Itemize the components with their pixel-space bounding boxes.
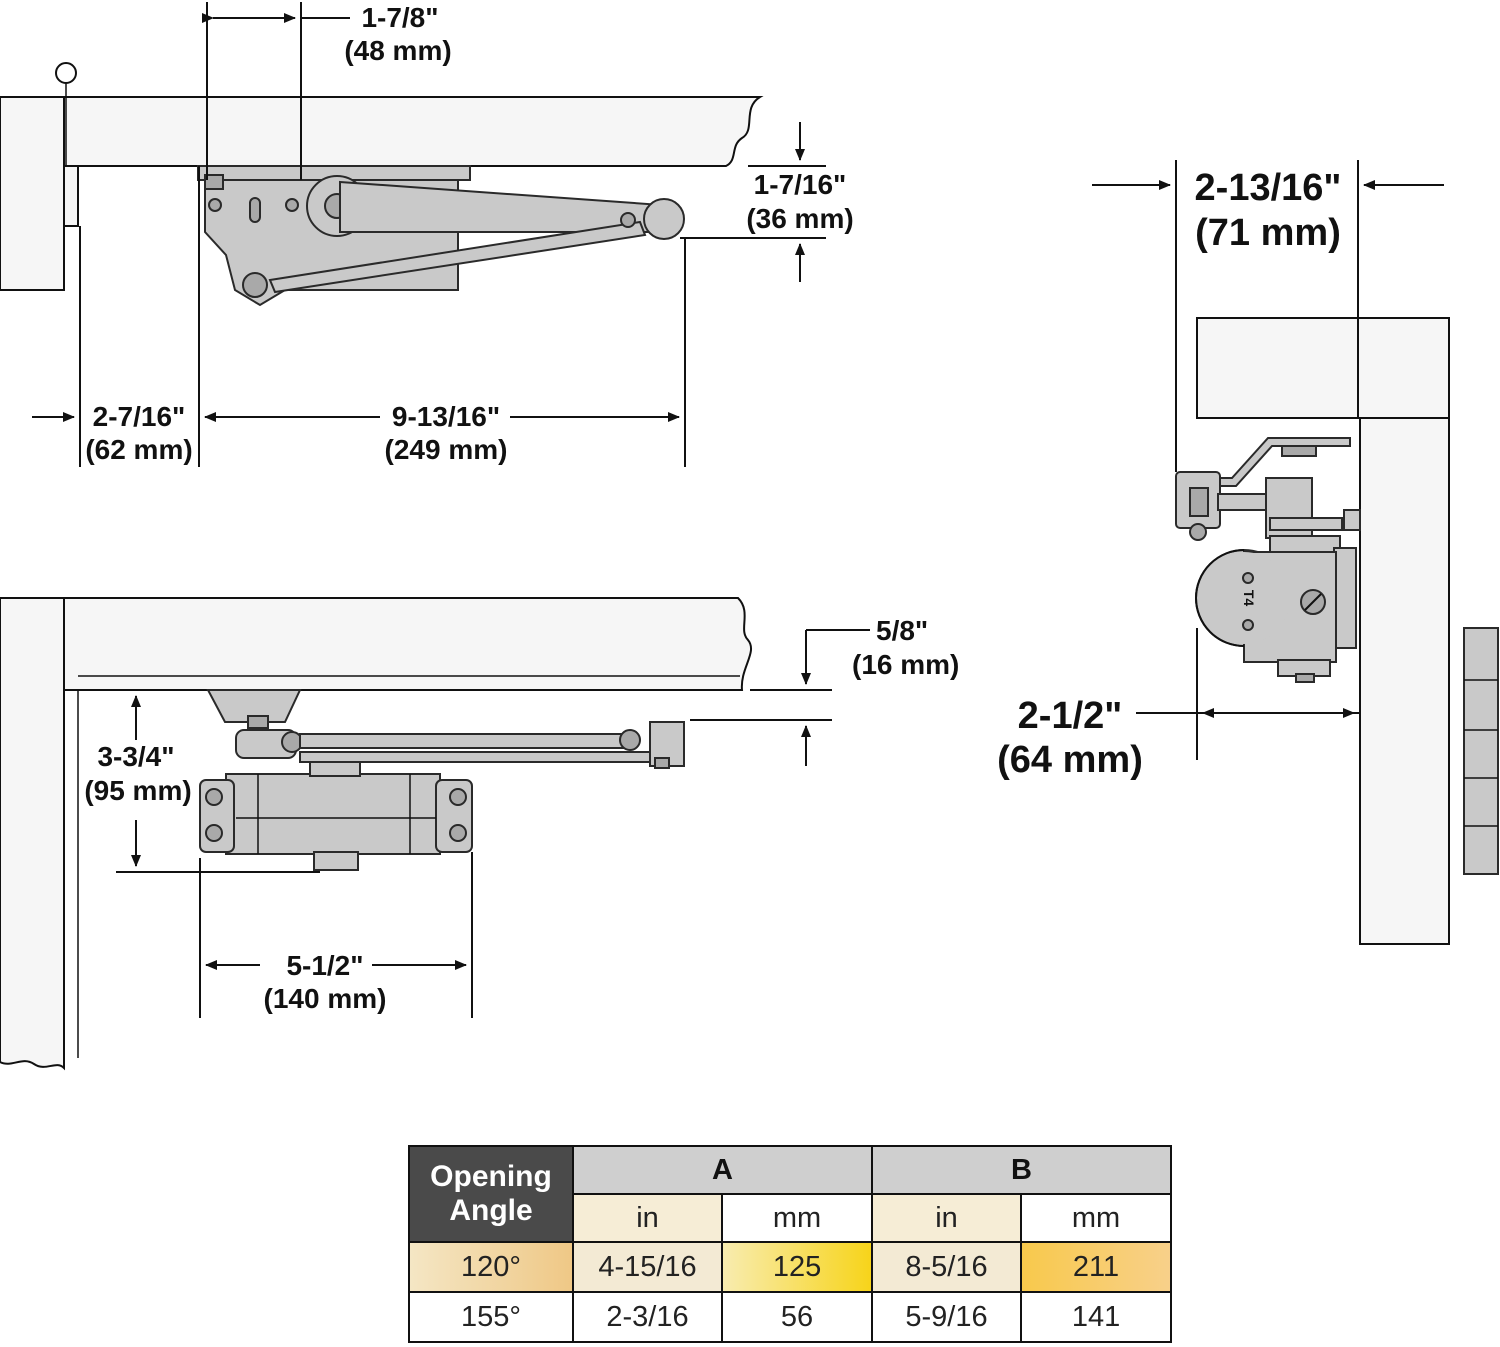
unit-b-mm: mm [1020, 1193, 1173, 1243]
dim-arm-offset-mm: (48 mm) [344, 35, 451, 66]
unit-b-in: in [871, 1193, 1023, 1243]
dim-bracket-offset-in: 5/8" [876, 615, 928, 646]
dim-arm-offset-in: 1-7/8" [361, 2, 438, 33]
top-view: 1-7/8" (48 mm) 1-7/16" (36 mm) 2-7/16" (… [0, 2, 854, 467]
dim-arm-height-mm: (36 mm) [746, 203, 853, 234]
dim-arm-reach-in: 9-13/16" [392, 401, 500, 432]
cell-angle: 155° [408, 1291, 574, 1343]
top-view-door [63, 96, 764, 167]
dim-arm-height-in: 1-7/16" [754, 169, 847, 200]
dim-body-length-mm: (140 mm) [264, 983, 387, 1014]
cell-b-mm: 141 [1020, 1291, 1173, 1343]
unit-a-in: in [572, 1193, 723, 1243]
dim-depth-mm: (64 mm) [997, 739, 1143, 781]
dim-body-height-mm: (95 mm) [84, 775, 191, 806]
cell-b-mm: 211 [1020, 1241, 1173, 1293]
front-view-closer-body [225, 773, 441, 855]
closer-forearm [268, 220, 647, 294]
closer-main-arm [339, 180, 663, 233]
side-view-hinge [1463, 627, 1499, 875]
dim-depth-in: 2-1/2" [1018, 695, 1123, 737]
side-view-header [1196, 317, 1450, 419]
header-group-a: A [571, 1145, 874, 1195]
front-view-bracket [206, 689, 302, 723]
dim-width-in: 2-13/16" [1195, 167, 1342, 209]
dim-hinge-offset-mm: (62 mm) [85, 434, 192, 465]
cell-a-in: 4-15/16 [572, 1241, 723, 1293]
unit-a-mm: mm [720, 1193, 874, 1243]
dim-bracket-offset-mm: (16 mm) [852, 649, 959, 680]
top-view-hinge [63, 165, 79, 227]
side-view: T4 2-13/16" (71 mm) 2-1/2" (64 mm) [997, 160, 1499, 945]
cell-a-in: 2-3/16 [572, 1291, 723, 1343]
table-row: 120° 4-15/16 125 8-5/16 211 [408, 1241, 1173, 1293]
table-row: 155° 2-3/16 56 5-9/16 141 [408, 1291, 1173, 1343]
side-view-door [1359, 417, 1450, 945]
cell-angle: 120° [408, 1241, 574, 1293]
dim-arm-reach-mm: (249 mm) [385, 434, 508, 465]
closer-mark: T4 [1241, 590, 1257, 607]
cell-a-mm: 56 [720, 1291, 874, 1343]
dim-body-height-in: 3-3/4" [97, 741, 174, 772]
top-view-frame [0, 96, 65, 291]
dim-width-mm: (71 mm) [1195, 212, 1341, 254]
dim-body-length-in: 5-1/2" [286, 950, 363, 981]
dim-hinge-offset-in: 2-7/16" [93, 401, 186, 432]
arm-end-icon [643, 198, 685, 240]
front-view-frame [0, 597, 65, 1071]
cell-a-mm: 125 [720, 1241, 874, 1293]
hinge-pin-icon [55, 62, 77, 84]
header-group-b: B [871, 1145, 1173, 1195]
cell-b-in: 8-5/16 [871, 1241, 1023, 1293]
header-opening-angle: Opening Angle [408, 1145, 574, 1243]
front-view-arm [299, 733, 631, 749]
opening-angle-table: Opening Angle A B in mm in mm 120° 4-15/… [408, 1145, 1173, 1343]
front-view: 5/8" (16 mm) 3-3/4" (95 mm) 5-1/2" (140 … [0, 597, 959, 1071]
front-view-header [63, 597, 752, 691]
screw-icon [205, 788, 223, 806]
cell-b-in: 5-9/16 [871, 1291, 1023, 1343]
